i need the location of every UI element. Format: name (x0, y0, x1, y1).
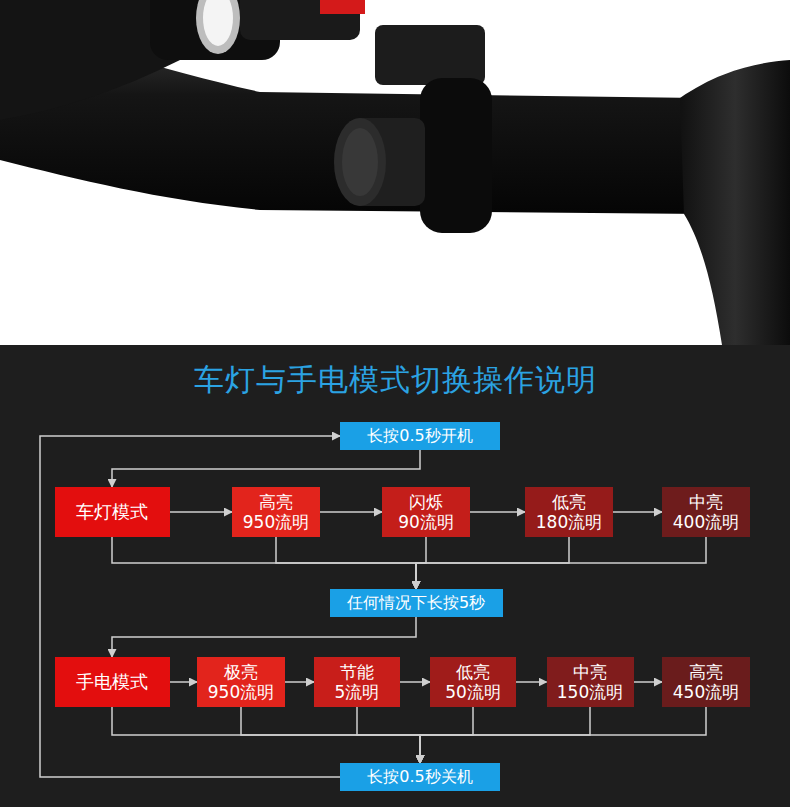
dark-panel (0, 345, 790, 807)
box-text: 低亮 (456, 662, 490, 682)
flow-connector (241, 707, 420, 763)
mode-box: 中亮400流明 (662, 487, 750, 537)
box-text: 长按0.5秒关机 (367, 767, 472, 786)
flow-connector (40, 436, 340, 777)
stem (680, 60, 790, 345)
flow-connector (416, 537, 706, 589)
flow-connector (420, 707, 706, 763)
mode-box: 中亮150流明 (547, 657, 634, 707)
mode-box: 节能5流明 (314, 657, 400, 707)
box-text: 高亮 (689, 662, 723, 682)
mode-box: 车灯模式 (55, 487, 170, 537)
diagram-title: 车灯与手电模式切换操作说明 (0, 360, 790, 401)
box-text: 手电模式 (76, 671, 148, 693)
flow-connector (400, 681, 430, 683)
box-text: 长按0.5秒开机 (367, 426, 472, 445)
mount-top (375, 25, 485, 85)
box-text: 180流明 (536, 512, 602, 532)
mode-box: 高亮450流明 (662, 657, 750, 707)
flashlight-lens-glass (203, 0, 233, 46)
flow-connector (170, 681, 198, 683)
box-text: 90流明 (398, 512, 454, 532)
flow-connector (112, 707, 420, 763)
flow-connector (112, 450, 420, 487)
box-text: 闪烁 (409, 492, 443, 512)
flow-connector (112, 617, 416, 657)
photo-ground (0, 0, 790, 345)
box-text: 任何情况下长按5秒 (347, 593, 485, 612)
mount-clamp (420, 78, 492, 233)
flow-connector (276, 537, 416, 589)
step-box: 任何情况下长按5秒 (330, 589, 503, 617)
box-text: 中亮 (689, 492, 723, 512)
mode-box: 高亮950流明 (232, 487, 320, 537)
flashlight-lens (196, 0, 240, 54)
mode-box: 极亮950流明 (197, 657, 285, 707)
flow-connector (634, 681, 663, 683)
step-box: 长按0.5秒开机 (340, 422, 500, 450)
box-text: 极亮 (224, 662, 258, 682)
box-text: 车灯模式 (76, 501, 148, 523)
box-text: 高亮 (259, 492, 293, 512)
knob-center (342, 128, 378, 196)
box-text: 950流明 (208, 682, 274, 702)
mode-box: 低亮180流明 (525, 487, 613, 537)
box-text: 150流明 (557, 682, 623, 702)
logo-patch (320, 0, 365, 14)
box-text: 50流明 (445, 682, 501, 702)
flow-connector (112, 537, 416, 589)
flow-connector (516, 681, 547, 683)
knob-face (334, 118, 386, 206)
flow-connector (285, 681, 314, 683)
flow-connector (170, 511, 233, 513)
box-text: 中亮 (573, 662, 607, 682)
mode-box: 低亮50流明 (430, 657, 516, 707)
box-text: 400流明 (673, 512, 739, 532)
box-text: 5流明 (335, 682, 380, 702)
box-text: 低亮 (552, 492, 586, 512)
box-text: 450流明 (673, 682, 739, 702)
mode-box: 闪烁90流明 (382, 487, 470, 537)
box-text: 节能 (340, 662, 374, 682)
flow-connector (320, 511, 382, 513)
flow-connector (470, 511, 525, 513)
box-text: 950流明 (243, 512, 309, 532)
step-box: 长按0.5秒关机 (340, 763, 500, 791)
mode-box: 手电模式 (55, 657, 170, 707)
flow-connector (357, 707, 420, 763)
flow-connector (613, 511, 662, 513)
